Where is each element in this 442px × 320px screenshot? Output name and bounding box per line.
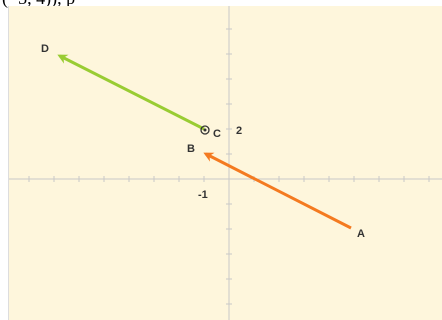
label-b: B	[187, 143, 195, 155]
label-c: C	[213, 128, 221, 140]
label-d: D	[41, 43, 49, 55]
point-c-dot	[203, 128, 207, 132]
label-a: A	[357, 228, 365, 240]
point-c-marker	[200, 125, 210, 135]
tick-label-x-minus-1: -1	[198, 189, 208, 201]
top-strip: (−3, 4)), p	[0, 0, 442, 9]
green-vector	[57, 54, 205, 131]
coordinate-plane: A B C D 2 -1	[8, 6, 442, 320]
tick-label-y-2: 2	[236, 125, 242, 137]
orange-vector	[203, 152, 352, 230]
plot-svg: A B C D 2 -1	[9, 6, 442, 320]
y-axis-ticks	[226, 28, 232, 305]
cut-off-heading-text: (−3, 4)), p	[2, 0, 75, 9]
